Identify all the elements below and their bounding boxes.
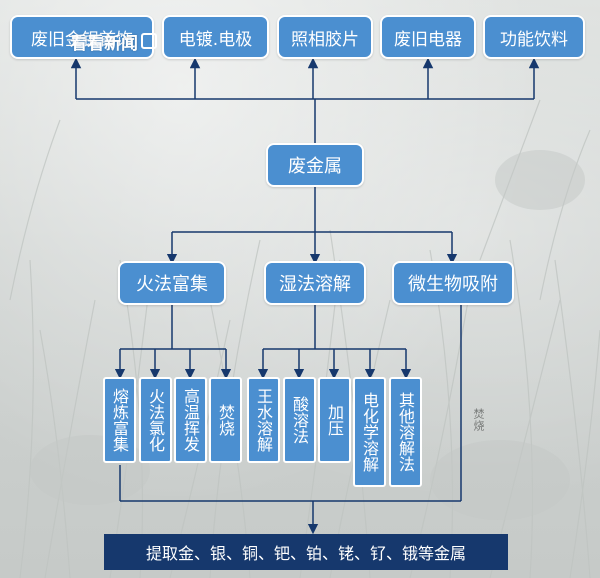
source-label: 照相胶片 xyxy=(291,29,359,50)
watermark-icon xyxy=(141,33,157,49)
method-label: 微生物吸附 xyxy=(408,274,498,295)
source-box-drinks: 功能饮料 xyxy=(483,15,585,59)
wet-sub-label: 加压 xyxy=(325,404,344,436)
method-box-microbial: 微生物吸附 xyxy=(392,261,514,305)
method-box-wet: 湿法溶解 xyxy=(264,261,366,305)
method-box-fire: 火法富集 xyxy=(118,261,226,305)
result-label: 提取金、银、铜、钯、铂、铑、钌、锇等金属 xyxy=(145,544,466,563)
source-label: 功能饮料 xyxy=(500,29,568,50)
wet-sub-box: 其他溶解法 xyxy=(389,377,422,487)
source-box-jewelry: 废旧金银首饰 xyxy=(10,15,154,59)
fire-sub-label: 焚烧 xyxy=(216,404,235,436)
method-label: 湿法溶解 xyxy=(279,274,351,295)
fire-sub-label: 高温挥发 xyxy=(181,388,200,452)
source-box-electroplating: 电镀.电极 xyxy=(162,15,269,59)
watermark-logo: 看看新闻 xyxy=(70,30,157,54)
method-label: 火法富集 xyxy=(136,274,208,295)
source-box-appliances: 废旧电器 xyxy=(380,15,476,59)
fire-sub-box: 火法氯化 xyxy=(139,377,172,463)
fire-sub-box: 熔炼富集 xyxy=(103,377,136,463)
source-box-film: 照相胶片 xyxy=(277,15,373,59)
wet-sub-label: 王水溶解 xyxy=(254,388,273,452)
watermark-text: 看看新闻 xyxy=(70,33,138,54)
fire-sub-box: 焚烧 xyxy=(209,377,242,463)
center-label: 废金属 xyxy=(288,156,342,177)
wet-sub-box: 电化学溶解 xyxy=(353,377,386,487)
fire-sub-box: 高温挥发 xyxy=(174,377,207,463)
wet-sub-label: 其他溶解法 xyxy=(396,392,415,472)
source-label: 电镀.电极 xyxy=(178,29,253,50)
wet-sub-label: 电化学溶解 xyxy=(360,392,379,472)
fire-sub-label: 火法氯化 xyxy=(146,388,165,452)
side-label-incineration: 焚烧 xyxy=(472,408,485,432)
center-box-scrap-metal: 废金属 xyxy=(266,143,364,187)
wet-sub-box: 加压 xyxy=(318,377,351,463)
wet-sub-box: 王水溶解 xyxy=(247,377,280,463)
result-box: 提取金、银、铜、钯、铂、铑、钌、锇等金属 xyxy=(104,534,508,570)
fire-sub-label: 熔炼富集 xyxy=(110,388,129,452)
wet-sub-box: 酸溶法 xyxy=(283,377,316,463)
source-label: 废旧电器 xyxy=(394,29,462,50)
source-label: 废旧金银首饰 xyxy=(31,29,133,50)
wet-sub-label: 酸溶法 xyxy=(290,396,309,444)
